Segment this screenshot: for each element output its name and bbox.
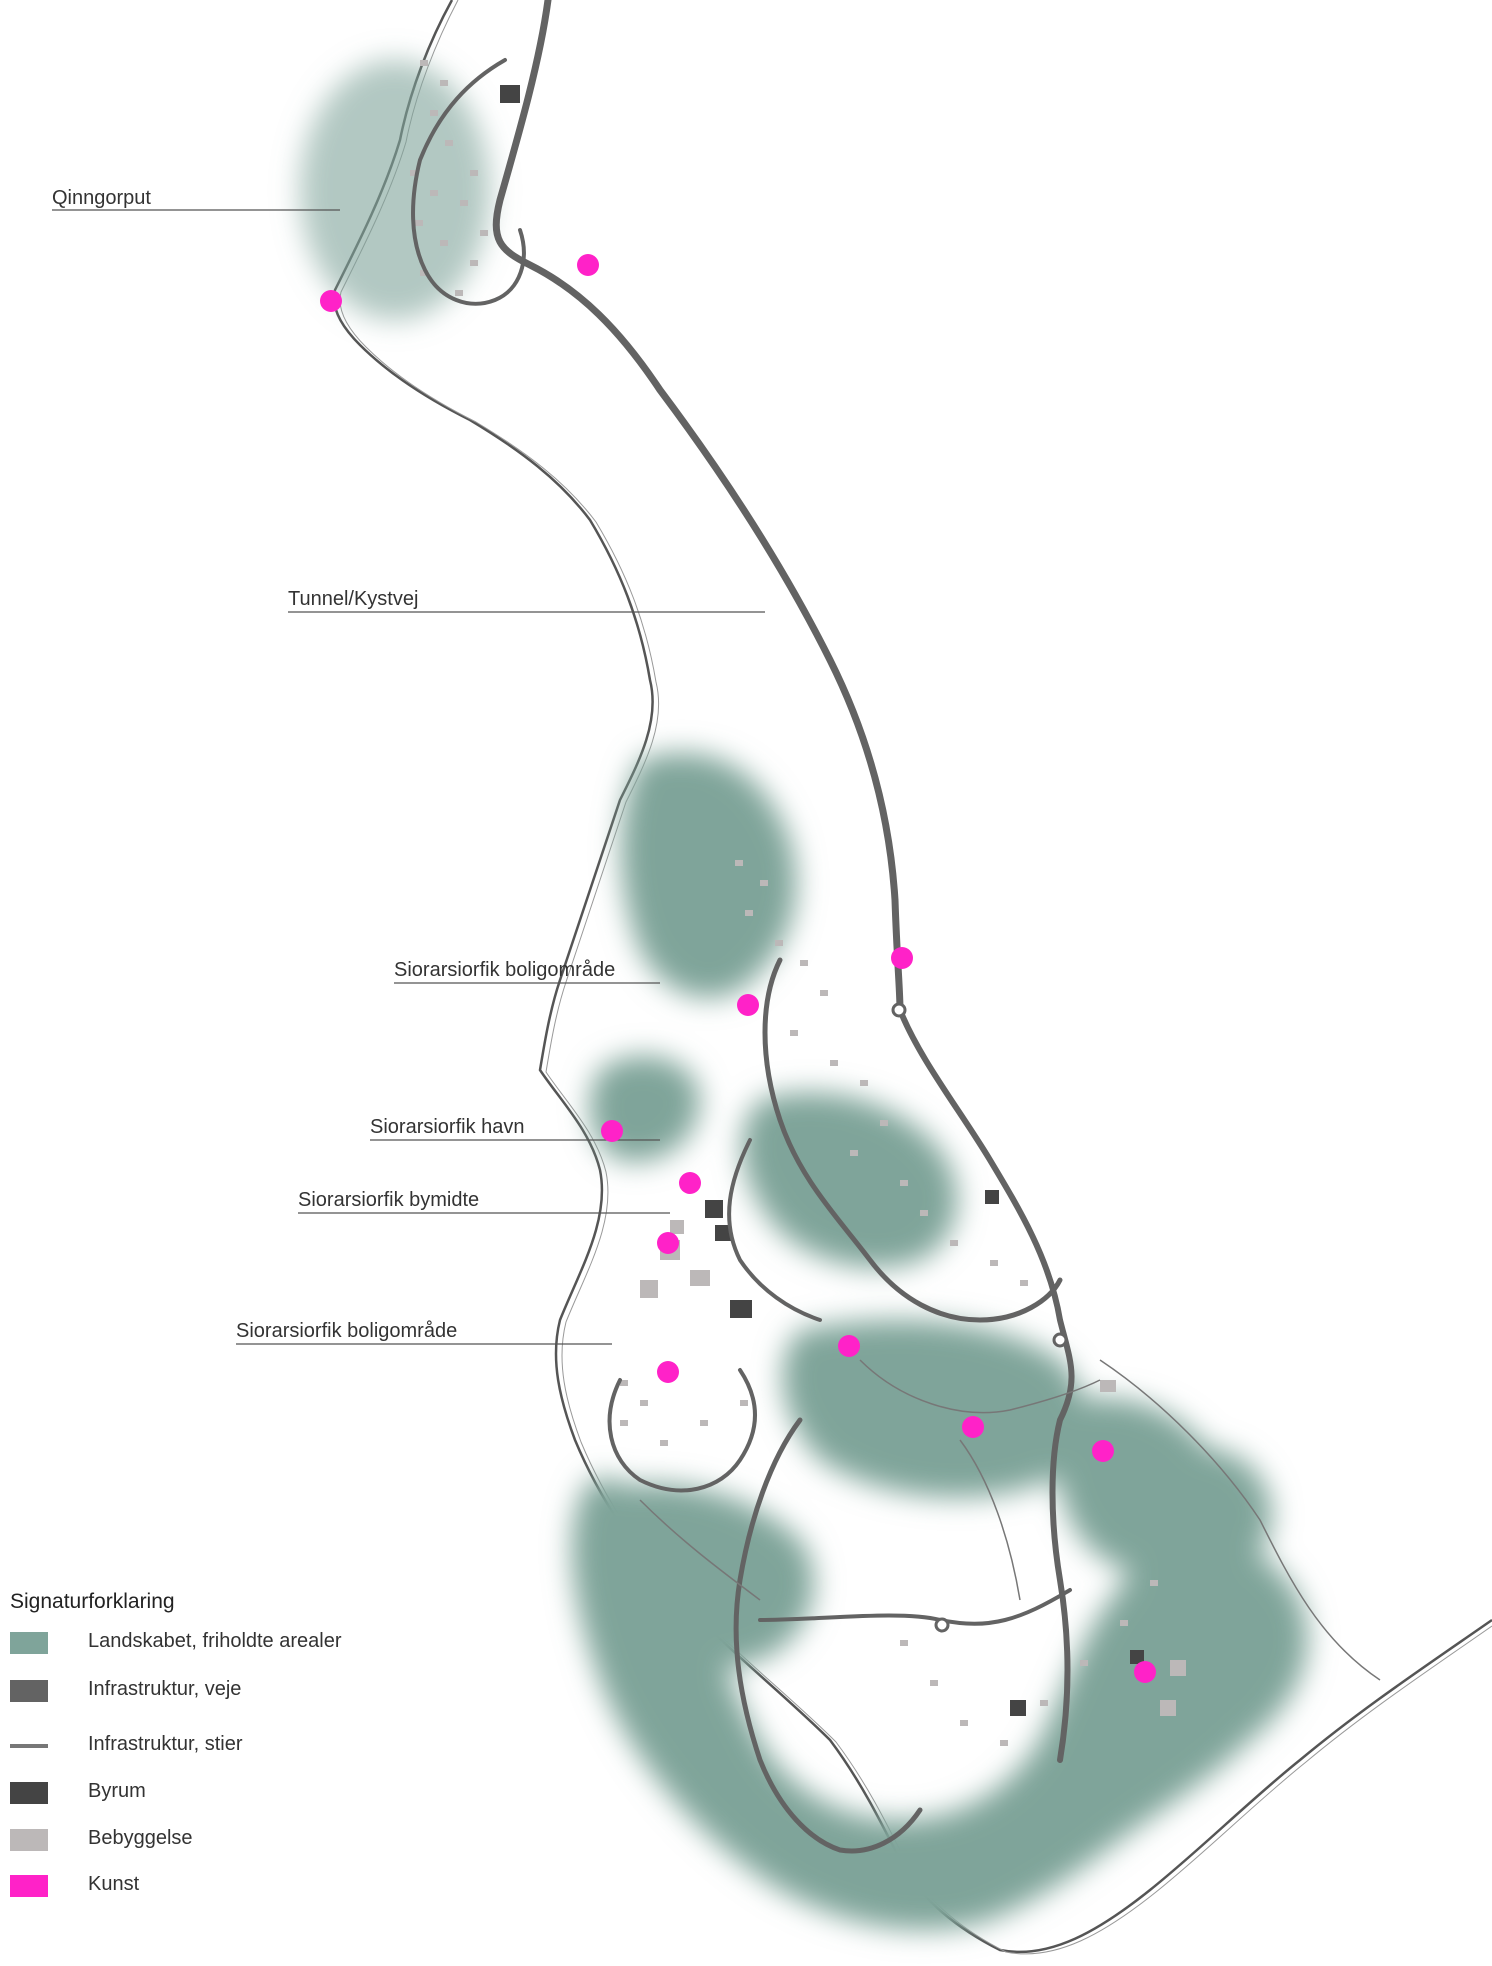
legend-item: Infrastruktur, veje: [10, 1675, 430, 1705]
label-qinngorput: Qinngorput: [52, 187, 151, 209]
label-bymidte: Siorarsiorfik bymidte: [298, 1189, 479, 1211]
label-havn: Siorarsiorfik havn: [370, 1116, 525, 1138]
legend-swatch: [10, 1875, 48, 1897]
main-road-tunnel: [492, 0, 904, 1014]
loop-road-north: [762, 957, 1063, 1323]
legend-swatch: [10, 1782, 48, 1804]
landscape-areas: [300, 60, 1308, 1930]
paths: [639, 1359, 1381, 1681]
art-marker: [962, 1416, 984, 1438]
legend-item: Byrum: [10, 1777, 430, 1807]
art-marker: [577, 254, 599, 276]
art-marker: [657, 1361, 679, 1383]
legend-swatch: [10, 1829, 48, 1851]
legend-item: Kunst: [10, 1870, 430, 1900]
label-boligomraade-south: Siorarsiorfik boligområde: [236, 1320, 457, 1342]
legend-swatch: [10, 1632, 48, 1654]
art-marker: [1092, 1440, 1114, 1462]
legend-swatch: [10, 1744, 48, 1748]
qinngorput-loop: [411, 58, 526, 306]
art-marker: [657, 1232, 679, 1254]
label-boligomraade-north: Siorarsiorfik boligområde: [394, 959, 615, 981]
legend-item: Landskabet, friholdte arealer: [10, 1627, 430, 1657]
art-marker: [838, 1335, 860, 1357]
legend-title: Signaturforklaring: [10, 1590, 175, 1613]
art-marker: [601, 1120, 623, 1142]
main-road-south: [897, 1007, 1075, 1763]
legend-label: Byrum: [88, 1780, 146, 1802]
byrum-areas: [500, 85, 1144, 1716]
art-marker: [679, 1172, 701, 1194]
loop-road-middle: [727, 1138, 822, 1322]
legend-item: Infrastruktur, stier: [10, 1730, 430, 1760]
legend-swatch: [10, 1680, 48, 1702]
loop-road-west: [607, 1368, 757, 1493]
legend-label: Bebyggelse: [88, 1827, 193, 1849]
legend-label: Landskabet, friholdte arealer: [88, 1630, 342, 1652]
art-marker: [737, 994, 759, 1016]
art-markers: [320, 254, 1156, 1683]
legend-label: Kunst: [88, 1873, 140, 1895]
legend-label: Infrastruktur, stier: [88, 1733, 243, 1755]
art-marker: [891, 947, 913, 969]
art-marker: [1134, 1661, 1156, 1683]
label-tunnel: Tunnel/Kystvej: [288, 588, 418, 610]
legend-label: Infrastruktur, veje: [88, 1678, 242, 1700]
roads: [411, 0, 1075, 1854]
art-marker: [320, 290, 342, 312]
coastline: [332, 0, 1492, 1954]
roundabouts: [891, 1002, 1068, 1633]
legend-item: Bebyggelse: [10, 1824, 430, 1854]
legend: Signaturforklaring Landskabet, friholdte…: [10, 1590, 430, 1897]
coastline-inner: [339, 0, 1492, 1955]
ring-road-south: [733, 1417, 923, 1854]
